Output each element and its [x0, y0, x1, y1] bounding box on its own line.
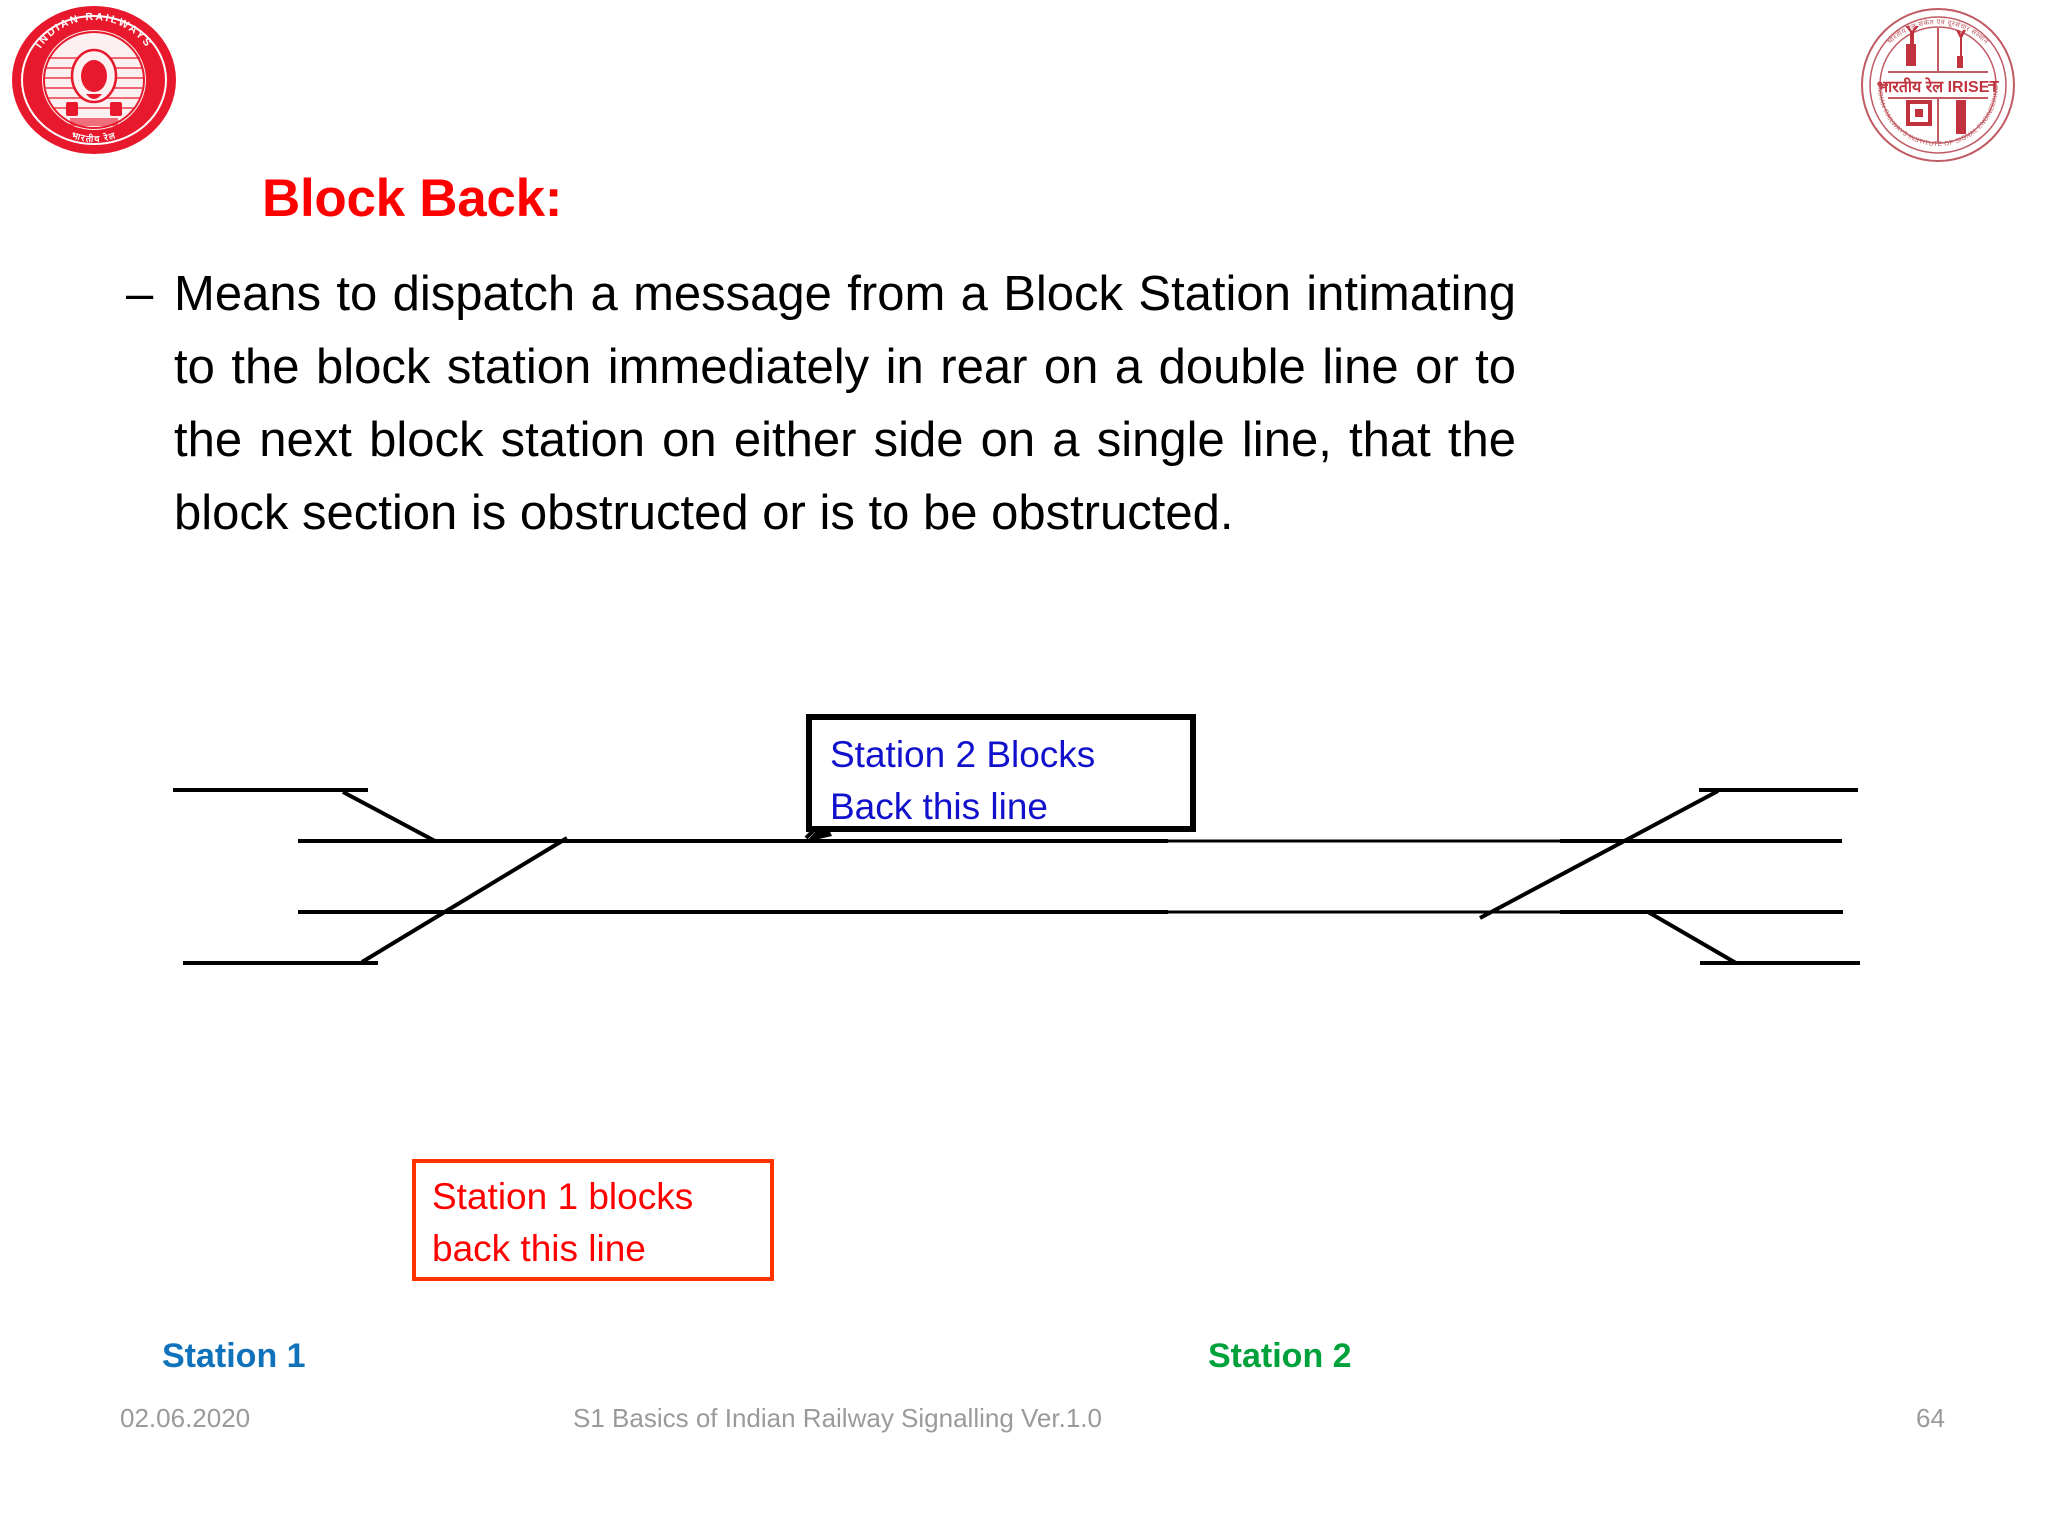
- callout-red-line2: back this line: [432, 1228, 646, 1269]
- footer-title: S1 Basics of Indian Railway Signalling V…: [573, 1403, 1102, 1433]
- station-2-label: Station 2: [1208, 1337, 1352, 1375]
- page-title: Block Back:: [262, 169, 563, 228]
- track-diagram: [0, 690, 2048, 1219]
- body-text-block: – Means to dispatch a message from a Blo…: [126, 258, 1516, 550]
- footer-date: 02.06.2020: [120, 1403, 251, 1433]
- iriset-logo: भारतीय रेल IRISET भारतीय रेल संकेत एवं द…: [1852, 6, 2024, 164]
- body-paragraph: Means to dispatch a message from a Block…: [174, 267, 1516, 540]
- callout-station1-blocks-back: Station 1 blocks back this line: [412, 1159, 774, 1281]
- callout-blue-line2: Back this line: [830, 786, 1048, 827]
- bullet-dash: –: [126, 267, 154, 321]
- svg-text:भारतीय रेल IRISET: भारतीय रेल IRISET: [1877, 77, 2000, 96]
- svg-text:भारतीय रेल: भारतीय रेल: [70, 130, 117, 144]
- callout-blue-line1: Station 2 Blocks: [830, 734, 1096, 775]
- station-1-label: Station 1: [162, 1337, 306, 1375]
- indian-railways-logo: INDIAN RAILWAYS भारतीय रेल: [8, 2, 180, 162]
- callout-red-line1: Station 1 blocks: [432, 1176, 694, 1217]
- callout-station2-blocks-back: Station 2 Blocks Back this line: [806, 714, 1196, 832]
- footer-page-number: 64: [1916, 1403, 1945, 1433]
